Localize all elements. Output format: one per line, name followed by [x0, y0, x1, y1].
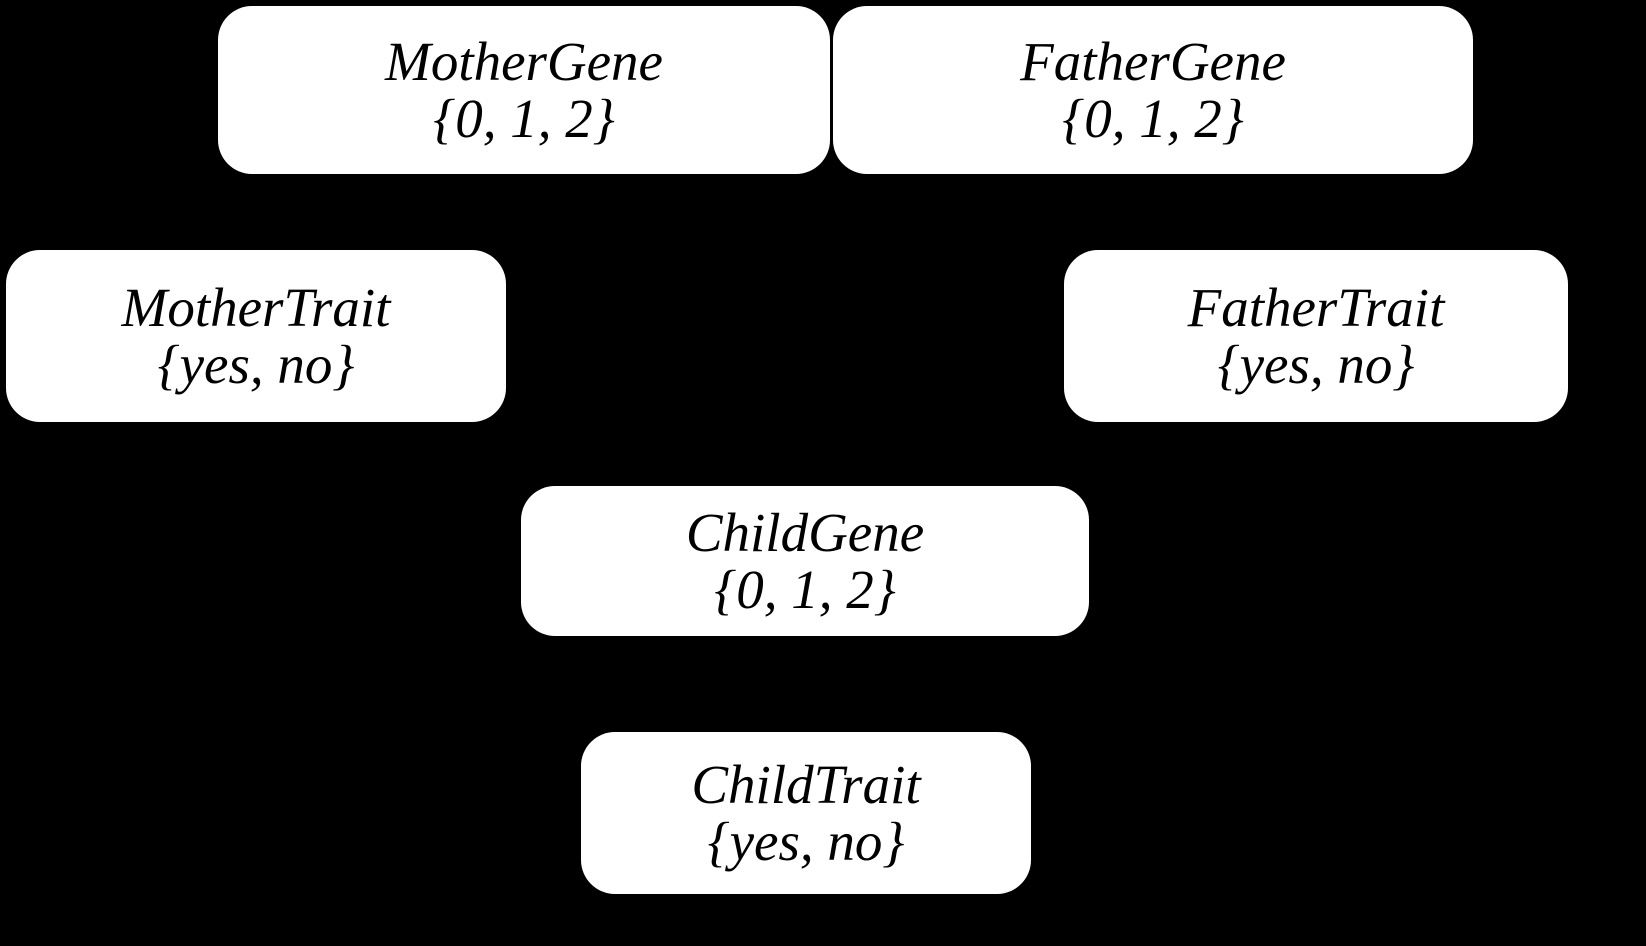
node-mother-trait[interactable]: MotherTrait {yes, no}: [6, 250, 506, 422]
node-child-gene-title: ChildGene: [685, 501, 925, 563]
node-mother-gene-title: MotherGene: [385, 30, 663, 92]
node-mother-gene-domain: {0, 1, 2}: [433, 88, 615, 149]
node-father-gene-title: FatherGene: [1020, 30, 1286, 92]
node-father-gene-domain: {0, 1, 2}: [1062, 88, 1244, 149]
node-child-gene-domain: {0, 1, 2}: [714, 559, 896, 620]
node-father-trait-domain: {yes, no}: [1217, 334, 1415, 395]
node-father-trait-title: FatherTrait: [1187, 276, 1445, 338]
node-mother-trait-domain: {yes, no}: [157, 334, 355, 395]
node-father-trait[interactable]: FatherTrait {yes, no}: [1064, 250, 1568, 422]
node-child-trait-title: ChildTrait: [691, 753, 921, 815]
node-child-trait[interactable]: ChildTrait {yes, no}: [581, 732, 1031, 894]
node-child-gene[interactable]: ChildGene {0, 1, 2}: [521, 486, 1089, 636]
node-child-trait-domain: {yes, no}: [707, 811, 905, 872]
node-father-gene[interactable]: FatherGene {0, 1, 2}: [833, 6, 1473, 174]
node-mother-trait-title: MotherTrait: [121, 276, 391, 338]
node-mother-gene[interactable]: MotherGene {0, 1, 2}: [218, 6, 830, 174]
